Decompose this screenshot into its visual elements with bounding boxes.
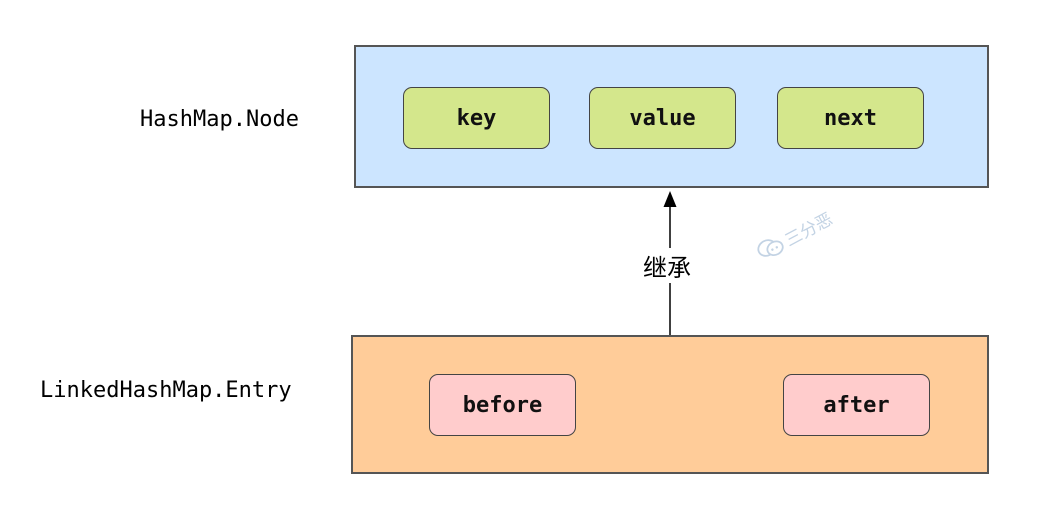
field-before: before: [429, 374, 576, 436]
inheritance-label: 继承: [643, 248, 691, 283]
arrow-head: [663, 191, 677, 207]
child-class-label: LinkedHashMap.Entry: [40, 378, 292, 403]
field-value: value: [589, 87, 736, 149]
parent-class-label: HashMap.Node: [140, 107, 299, 132]
field-key: key: [403, 87, 550, 149]
chat-bubbles-icon: [757, 238, 784, 257]
field-after: after: [783, 374, 930, 436]
field-next: next: [777, 87, 924, 149]
watermark: 三分恶: [752, 205, 836, 266]
